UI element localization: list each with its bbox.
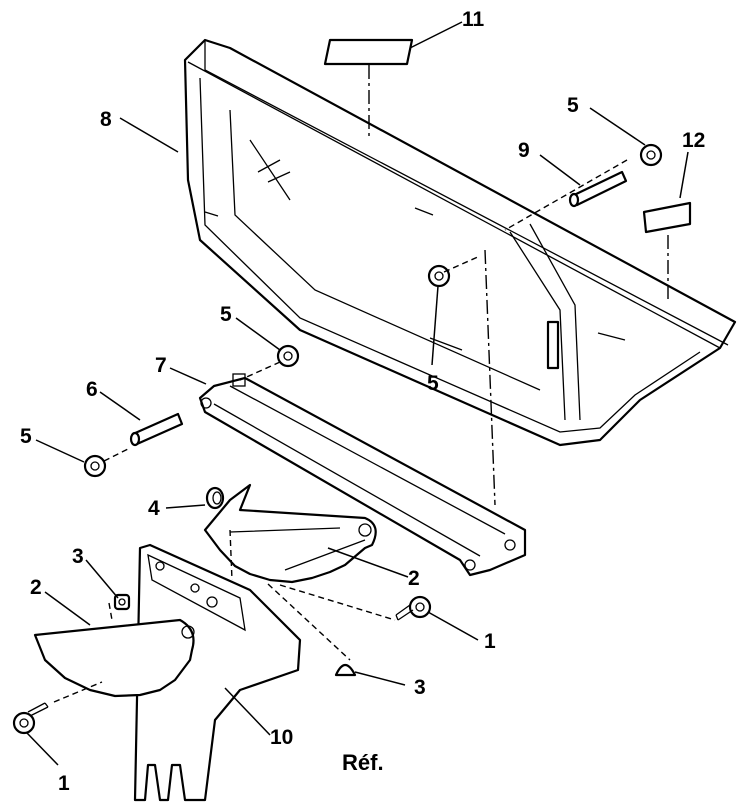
leader-lines xyxy=(26,21,689,766)
callout-10: 10 xyxy=(270,726,293,749)
part-7-bar xyxy=(198,373,527,577)
callout-5-top: 5 xyxy=(567,94,579,117)
callout-1-left: 1 xyxy=(58,772,70,795)
part-4-bushing xyxy=(205,486,225,510)
part-5-washer-left xyxy=(83,454,107,478)
assembly-lines xyxy=(53,65,669,703)
callout-3-right: 3 xyxy=(414,676,426,699)
callout-2-right: 2 xyxy=(408,567,420,590)
callout-5-middle: 5 xyxy=(427,372,439,395)
part-1-screw-left xyxy=(12,702,49,735)
callout-8: 8 xyxy=(100,108,112,131)
callout-5-upper-left: 5 xyxy=(220,303,232,326)
callout-5-left: 5 xyxy=(20,425,32,448)
callout-6: 6 xyxy=(86,378,98,401)
callout-9: 9 xyxy=(518,139,530,162)
part-8-housing xyxy=(183,38,737,447)
part-3-nut-left xyxy=(113,593,131,611)
part-1-screw-right xyxy=(395,595,432,621)
callout-12: 12 xyxy=(682,129,705,152)
part-10-bracket xyxy=(133,543,302,802)
part-5-washer-middle xyxy=(427,264,451,288)
callout-1-right: 1 xyxy=(484,630,496,653)
part-3-nut-right xyxy=(334,663,357,677)
reference-label: Réf. xyxy=(342,750,384,775)
part-11-label xyxy=(323,38,414,66)
callout-7: 7 xyxy=(155,354,167,377)
part-5-washer-upper-left xyxy=(276,344,300,368)
part-12-label xyxy=(642,201,692,234)
callout-2-left: 2 xyxy=(30,576,42,599)
part-9-pin xyxy=(568,170,628,208)
callout-3-left: 3 xyxy=(72,545,84,568)
part-5-washer-top xyxy=(639,143,663,167)
part-6-pin xyxy=(129,412,184,447)
part-2-plate-left xyxy=(33,618,195,698)
part-2-plate-right xyxy=(203,483,377,584)
callout-11: 11 xyxy=(462,8,485,31)
callout-4: 4 xyxy=(148,497,160,520)
